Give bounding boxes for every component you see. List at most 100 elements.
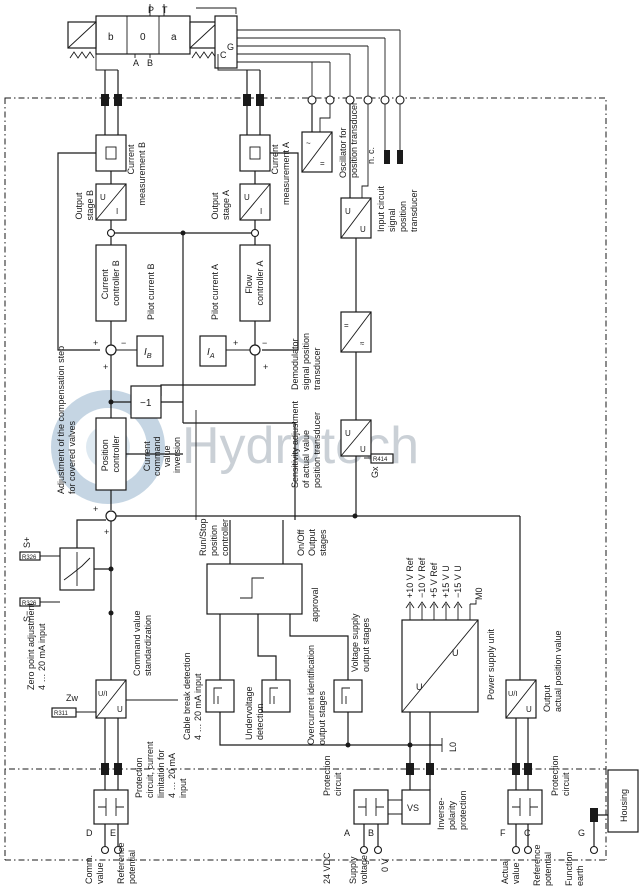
pin-d: D	[86, 828, 93, 838]
vs-box	[401, 789, 431, 825]
command-std-label-2: standardization	[143, 615, 153, 676]
current-measurement-b-label-2: measurement B	[137, 142, 147, 206]
terminal-comm-value-2: value	[95, 862, 105, 884]
svg-text:Protection circuit: Protection circuit	[550, 753, 571, 796]
pin-b: B	[368, 828, 374, 838]
ia-symbol: I	[207, 347, 210, 358]
voltage-supply-label-2: output stages	[361, 617, 371, 672]
valve-port-t: T	[162, 5, 168, 15]
inversion-label-4: inversion	[172, 437, 182, 473]
plug-a2	[256, 94, 264, 106]
oscillator-label-1: Oscillator for	[338, 127, 348, 178]
svg-text:U: U	[345, 207, 351, 216]
current-measurement-a-label-2: measurement A	[281, 142, 291, 205]
output-stage-b-label-1: Output	[74, 192, 84, 220]
protection-d-label-5: input	[178, 778, 188, 798]
svg-text:U: U	[345, 429, 351, 438]
run-stop-label-1: Run/Stop	[198, 518, 208, 556]
transducer-pin-g: G	[227, 42, 234, 52]
terminal-comm-value-1: Comm.	[84, 855, 94, 884]
input-circuit-label-2: signal	[387, 208, 397, 232]
current-controller-b-label-1: Current	[100, 269, 110, 300]
plug-d	[101, 763, 109, 775]
current-controller-b-label-2: controller B	[111, 260, 121, 306]
svg-text:Voltage supply output stag: Voltage supply output stages	[350, 611, 371, 672]
transducer-pin-c: C	[220, 50, 227, 60]
svg-text:Overcurrent identification: Overcurrent identification output stages	[306, 642, 327, 745]
psu-u2: U	[452, 648, 459, 658]
power-supply-label: Power supply unit	[486, 628, 496, 700]
svg-text:Undervoltage detection: Undervoltage detection	[244, 684, 265, 740]
protection-fc-label-2: circuit	[561, 772, 571, 796]
solenoid-leads	[95, 54, 264, 135]
svg-text:I: I	[116, 207, 118, 216]
protection-fc-label-1: Protection	[550, 755, 560, 796]
valve-position-b: b	[108, 32, 114, 43]
svg-text:Supply voltage: Supply voltage	[348, 854, 369, 884]
svg-text:Protection circuit, curren: Protection circuit, current limitation f…	[134, 739, 188, 798]
run-stop-label-2: position	[209, 525, 219, 556]
svg-text:Inverse- polarity prot: Inverse- polarity protection	[436, 790, 468, 830]
l0-label: L0	[448, 742, 458, 752]
svg-text:Sensitivity adjustment of: Sensitivity adjustment of actual value p…	[290, 398, 322, 488]
svg-text:Command value standardizat: Command value standardization	[132, 608, 153, 676]
svg-text:Adjustment of the compensation: Adjustment of the compensation step for …	[56, 343, 77, 494]
terminal-0v: 0 V	[380, 858, 390, 872]
current-measurement-b-box	[95, 134, 127, 172]
svg-text:Reference potential: Reference potential	[532, 842, 553, 886]
svg-text:R326: R326	[22, 601, 37, 607]
terminal-actual-value-1: Actual	[500, 859, 510, 884]
plug-f	[512, 763, 520, 775]
watermark-text: Hydrotech	[182, 417, 419, 475]
m0-label: M0	[474, 587, 484, 600]
svg-text:U: U	[117, 705, 123, 714]
svg-text:Flow controller A: Flow controller A	[244, 260, 265, 305]
position-controller-label-1: Position	[100, 439, 110, 471]
protection-d-label-2: circuit, current	[145, 741, 155, 798]
svg-text:On/Off Output stages: On/Off Output stages	[296, 526, 328, 556]
svg-text:Demodulator signal positio: Demodulator signal position transducer	[290, 330, 322, 390]
svg-text:U: U	[100, 193, 106, 202]
spring-right-icon	[191, 51, 217, 59]
inversion-label-1: Current	[142, 441, 152, 472]
command-ui-label: U/I	[98, 689, 107, 698]
svg-text:=: =	[320, 159, 325, 168]
supply-ref-1: +10 V Ref	[405, 557, 415, 598]
svg-text:Current command value: Current command value inversion	[142, 434, 182, 476]
input-circuit-label-1: Input circuit	[376, 185, 386, 232]
zero-point-label-2: 4 … 20 mA input	[37, 623, 47, 690]
plug-b2	[114, 94, 122, 106]
inverse-label-1: Inverse-	[436, 797, 446, 830]
plug-b	[426, 763, 434, 775]
protection-d-label-3: limitation for	[156, 749, 166, 798]
terminal-function-earth-1: Function	[564, 851, 574, 886]
sum-junction-b	[105, 344, 117, 356]
output-actual-label-2: actual position value	[553, 630, 563, 712]
flow-controller-a-box	[239, 244, 271, 322]
overcurrent-label-2: output stages	[317, 690, 327, 745]
inverse-label-3: protection	[458, 790, 468, 830]
terminal-ref-potential-1: Reference	[116, 842, 126, 884]
pin-e: E	[110, 828, 116, 838]
svg-text:U: U	[360, 445, 366, 454]
svg-text:R326: R326	[22, 555, 37, 561]
sum-junction-a	[249, 344, 261, 356]
overcurrent-box	[333, 679, 363, 713]
current-measurement-a-label-1: Current	[270, 144, 280, 175]
terminal-ref-potential2-1: Reference	[532, 844, 542, 886]
run-stop-block	[206, 563, 303, 615]
inverse-label-2: polarity	[447, 800, 457, 830]
sensitivity-label-3: position transducer	[312, 412, 322, 488]
svg-text:Position controller: Position controller	[100, 435, 121, 472]
on-off-label-3: stages	[318, 529, 328, 556]
zw-label: Zw	[66, 693, 78, 703]
actual-ui-label: U/I	[508, 689, 517, 698]
pilot-current-a-label: Pilot current A	[210, 264, 220, 320]
supply-ref-5: −15 V U	[453, 565, 463, 598]
svg-text:+: +	[263, 362, 268, 372]
ib-subscript: B	[147, 351, 152, 360]
position-controller-box	[95, 417, 127, 491]
svg-text:Output stage A: Output stage A	[210, 190, 231, 220]
compensation-label-2: for covered valves	[67, 420, 77, 494]
